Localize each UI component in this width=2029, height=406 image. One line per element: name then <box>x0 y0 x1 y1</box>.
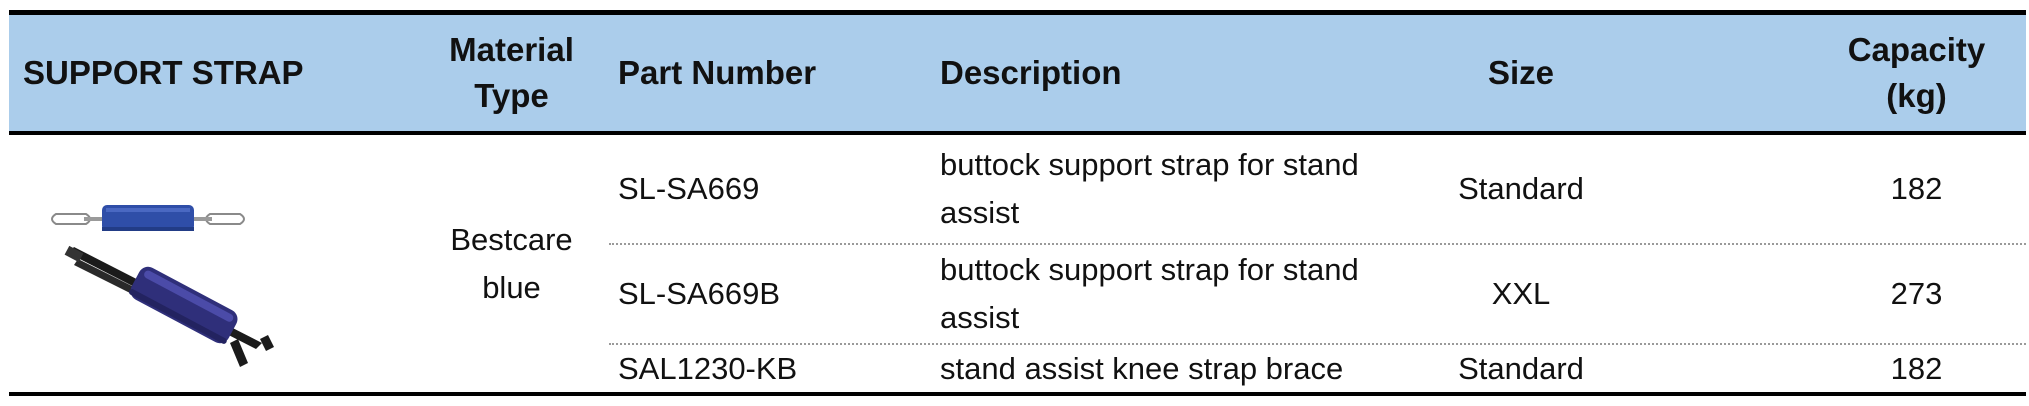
header-size-label: Size <box>1487 54 1555 91</box>
size-value: Standard <box>1458 350 1584 386</box>
table-row: SAL1230-KB stand assist knee strap brace… <box>609 345 2026 392</box>
capacity-cell: 182 <box>1809 345 2024 392</box>
capacity-cell: 182 <box>1809 135 2024 243</box>
header-capacity: Capacity (kg) <box>1809 15 2024 131</box>
header-part-number-label: Part Number <box>618 54 817 91</box>
product-table: SUPPORT STRAP Material Type Part Number … <box>9 10 2026 396</box>
part-number-cell: SAL1230-KB <box>618 345 928 392</box>
size-cell: Standard <box>1421 135 1621 243</box>
header-capacity-line2: (kg) <box>1886 77 1947 114</box>
header-category-label: SUPPORT STRAP <box>23 54 304 91</box>
size-cell: Standard <box>1421 345 1621 392</box>
part-number: SAL1230-KB <box>618 350 798 386</box>
header-material-line2: Type <box>474 77 549 114</box>
capacity-value: 182 <box>1890 171 1943 206</box>
header-material-line1: Material <box>449 31 574 68</box>
size-cell: XXL <box>1421 245 1621 343</box>
part-number-cell: SL-SA669 <box>618 135 928 243</box>
header-description-label: Description <box>940 54 1122 91</box>
size-value: XXL <box>1491 276 1551 311</box>
description-line2: assist <box>940 300 1020 335</box>
size-value: Standard <box>1458 171 1584 206</box>
description-line1: stand assist knee strap brace <box>940 350 1344 386</box>
header-material-type: Material Type <box>414 15 609 131</box>
table-row: SL-SA669 buttock support strap for stand… <box>609 135 2026 245</box>
header-description: Description <box>940 15 1360 131</box>
description-cell: buttock support strap for stand assist <box>940 135 1430 243</box>
table-row: SL-SA669B buttock support strap for stan… <box>609 245 2026 345</box>
capacity-cell: 273 <box>1809 245 2024 343</box>
capacity-value: 182 <box>1890 350 1943 386</box>
description-line1: buttock support strap for stand <box>940 147 1359 182</box>
knee-strap-image <box>64 245 274 367</box>
description-line2: assist <box>940 195 1020 230</box>
capacity-value: 273 <box>1890 276 1943 311</box>
header-category: SUPPORT STRAP <box>23 15 403 131</box>
description-line1: buttock support strap for stand <box>940 252 1359 287</box>
description-cell: stand assist knee strap brace <box>940 345 1430 392</box>
buttock-strap-image <box>51 205 245 231</box>
header-size: Size <box>1421 15 1621 131</box>
part-number: SL-SA669B <box>618 276 780 311</box>
table-body: Bestcare blue SL-SA669 buttock support s… <box>9 135 2026 396</box>
header-part-number: Part Number <box>618 15 918 131</box>
support-strap-photo <box>51 205 274 367</box>
description-cell: buttock support strap for stand assist <box>940 245 1430 343</box>
table-header: SUPPORT STRAP Material Type Part Number … <box>9 10 2026 135</box>
material-type-line1: Bestcare <box>450 221 573 257</box>
header-capacity-line1: Capacity <box>1847 31 1986 68</box>
material-type-cell: Bestcare blue <box>414 135 609 392</box>
material-type-line2: blue <box>482 269 541 305</box>
part-number-cell: SL-SA669B <box>618 245 928 343</box>
part-number: SL-SA669 <box>618 171 760 206</box>
